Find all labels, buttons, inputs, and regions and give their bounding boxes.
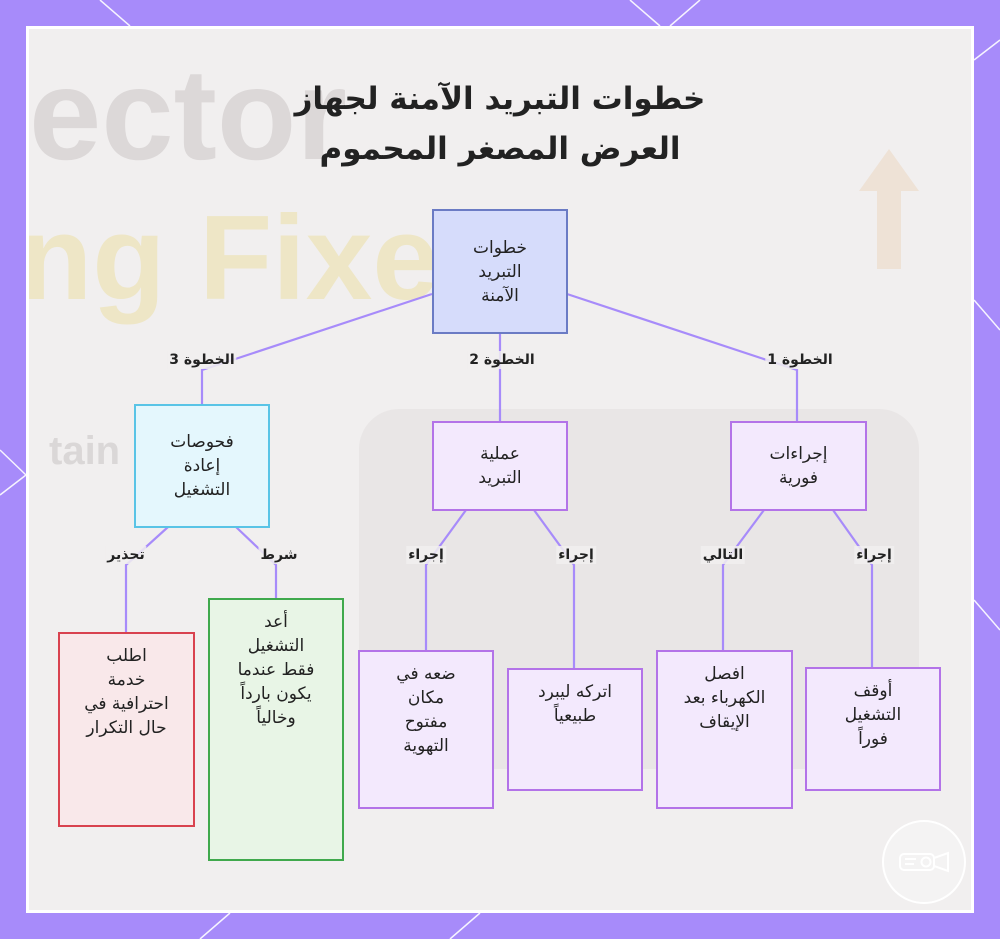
- edge-label-service: تحذير: [105, 546, 147, 564]
- edge-root-step3: [200, 292, 433, 404]
- node-restart-label: أعد التشغيل فقط عندما يكون بارداً وخاليا…: [237, 612, 315, 728]
- edge-label-ventilated: إجراء: [406, 546, 446, 564]
- edge-step3-restart: [235, 526, 278, 598]
- edge-step1-unplug: [721, 509, 765, 650]
- node-unplug-power: افصل الكهرباء بعد الإيقاف: [656, 650, 793, 809]
- edge-label-stop: إجراء: [854, 546, 894, 564]
- edge-label-restart: شرط: [258, 546, 300, 564]
- node-step2-label: عملية التبريد: [478, 444, 522, 488]
- title-line-1: خطوات التبريد الآمنة لجهاز: [294, 81, 706, 117]
- projector-icon: [882, 820, 966, 904]
- node-step1-label: إجراءات فورية: [769, 444, 828, 488]
- diagram-title: خطوات التبريد الآمنة لجهاز العرض المصغر …: [250, 74, 750, 174]
- node-natural-label: اتركه ليبرد طبيعياً: [538, 682, 612, 726]
- edge-step2-natural: [533, 509, 576, 668]
- title-line-2: العرض المصغر المحموم: [319, 131, 681, 167]
- node-ventilated-label: ضعه في مكان مفتوح التهوية: [396, 664, 456, 756]
- node-root: خطوات التبريد الآمنة: [432, 209, 568, 334]
- node-stop-label: أوقف التشغيل فوراً: [844, 681, 902, 749]
- edge-label-step1: الخطوة 1: [765, 351, 835, 369]
- node-restart-when-cool: أعد التشغيل فقط عندما يكون بارداً وخاليا…: [208, 598, 344, 861]
- edge-label-step2: الخطوة 2: [467, 351, 537, 369]
- node-service-label: اطلب خدمة احترافية في حال التكرار: [84, 646, 169, 738]
- node-stop-operation: أوقف التشغيل فوراً: [805, 667, 941, 791]
- edge-root-step1: [566, 292, 799, 421]
- edge-label-step3: الخطوة 3: [167, 351, 237, 369]
- node-root-label: خطوات التبريد الآمنة: [473, 237, 527, 306]
- edge-step2-ventilated: [424, 509, 467, 650]
- node-step3-restart-checks: فحوصات إعادة التشغيل: [134, 404, 270, 528]
- node-cool-naturally: اتركه ليبرد طبيعياً: [507, 668, 643, 791]
- edge-label-unplug: التالي: [700, 546, 746, 564]
- edge-step1-stop: [832, 509, 874, 667]
- node-professional-service: اطلب خدمة احترافية في حال التكرار: [58, 632, 195, 827]
- edge-label-natural: إجراء: [556, 546, 596, 564]
- node-ventilated-place: ضعه في مكان مفتوح التهوية: [358, 650, 494, 809]
- node-step1-immediate-actions: إجراءات فورية: [730, 421, 867, 511]
- edge-step3-service: [124, 526, 169, 632]
- node-unplug-label: افصل الكهرباء بعد الإيقاف: [683, 664, 766, 732]
- node-step3-label: فحوصات إعادة التشغيل: [170, 432, 234, 500]
- node-step2-cooling-process: عملية التبريد: [432, 421, 568, 511]
